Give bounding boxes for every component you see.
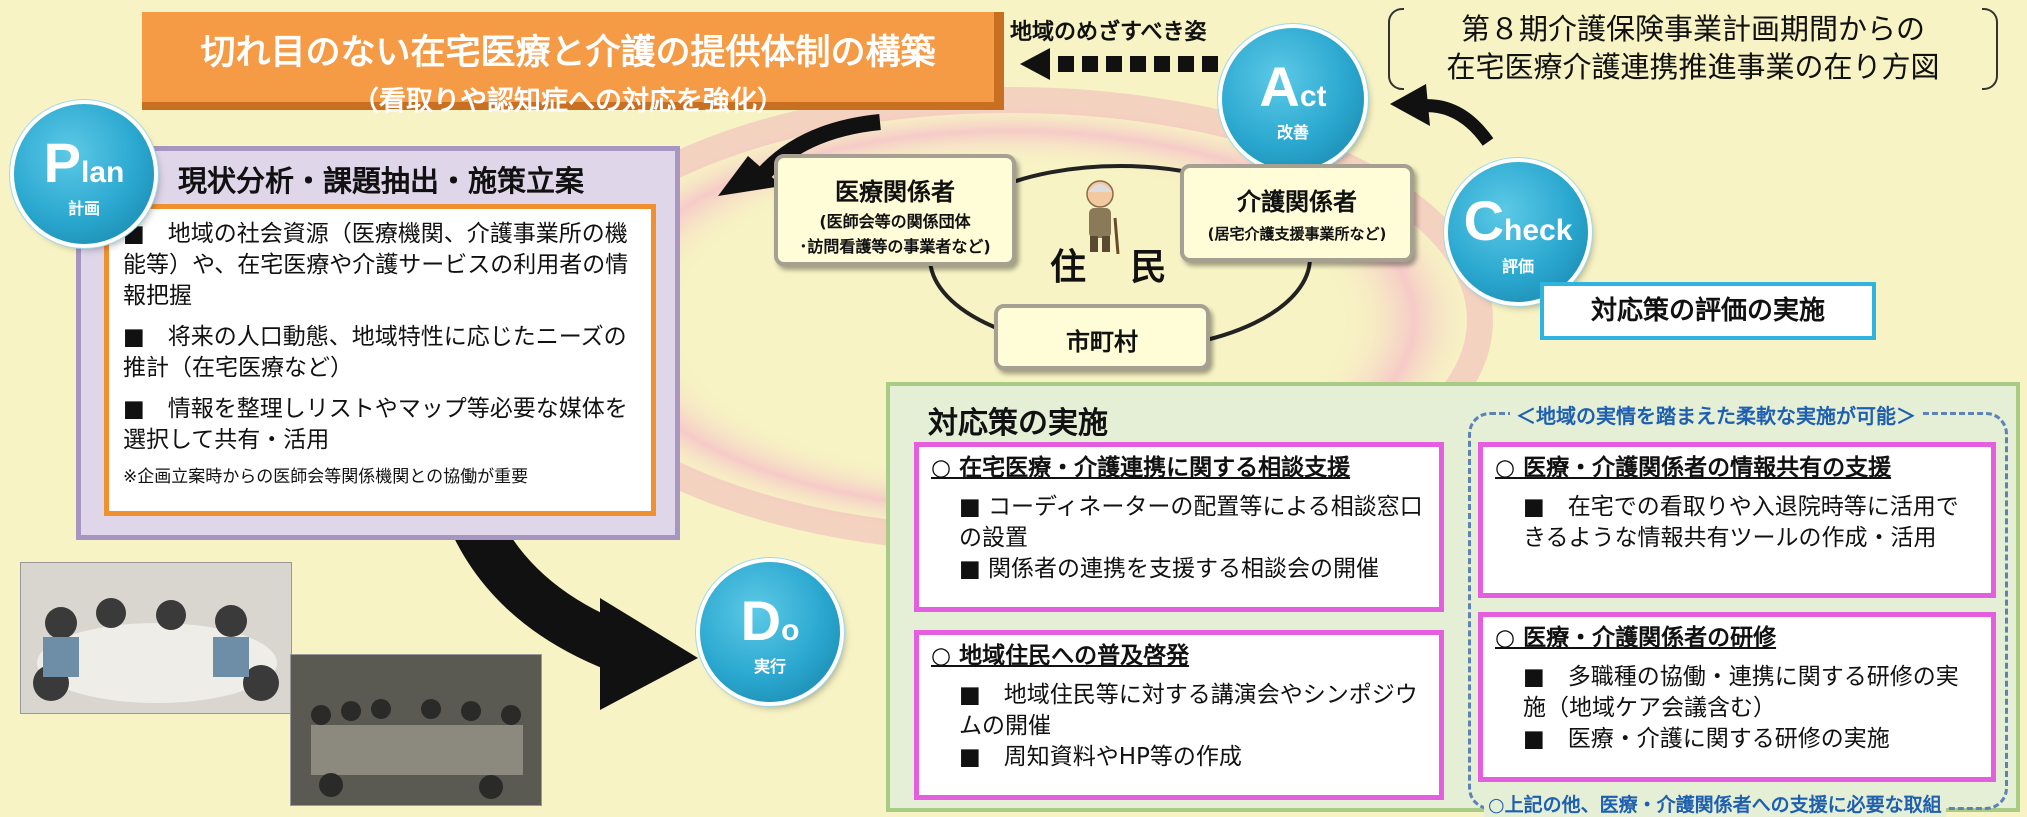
check-initial: C <box>1463 189 1505 252</box>
care-stakeholder-sub: (居宅介護支援事業所など) <box>1207 225 1387 243</box>
act-initial: A <box>1259 55 1300 118</box>
banner-subtitle: （看取りや認知症への対応を強化） <box>352 86 784 117</box>
do-rest: o <box>781 614 800 647</box>
check-ja-label: 評価 <box>1501 257 1534 276</box>
plan-circle: Plan 計画 <box>14 104 154 244</box>
training-box: ○ 医療・介護関係者の研修 ■ 多職種の協働・連携に関する研修の実施（地域ケア会… <box>1478 612 1996 782</box>
banner-title: 切れ目のない在宅医療と介護の提供体制の構築 <box>200 33 936 73</box>
information-sharing-box: ○ 医療・介護関係者の情報共有の支援 ■ 在宅での看取りや入退院時等に活用できる… <box>1478 442 1996 598</box>
act-circle: Act 改善 <box>1222 28 1364 170</box>
workshop-photo <box>20 562 292 714</box>
public-awareness-box: ○ 地域住民への普及啓発 ■ 地域住民等に対する講演会やシンポジウムの開催 ■ … <box>914 630 1444 800</box>
measure-heading: ○ 医療・介護関係者の情報共有の支援 <box>1495 455 1892 481</box>
check-circle: Check 評価 <box>1448 162 1588 302</box>
evaluation-box: 対応策の評価の実施 <box>1540 282 1876 340</box>
curved-arrow-banner-to-plan-icon <box>718 114 881 196</box>
measure-item: ■ 多職種の協働・連携に関する研修の実施（地域ケア会議含む） <box>1523 664 1959 721</box>
measure-item: ■ 地域住民等に対する講演会やシンポジウムの開催 <box>959 682 1418 739</box>
curved-arrow-check-to-act-icon <box>1390 84 1494 146</box>
dashed-arrow-left-icon <box>1020 48 1218 80</box>
plan-heading: 現状分析・課題抽出・施策立案 <box>178 164 585 198</box>
medical-stakeholder-box: 医療関係者 (医師会等の関係団体 ･訪問看護等の事業者など) <box>774 154 1016 266</box>
measure-heading: ○ 地域住民への普及啓発 <box>931 643 1190 669</box>
implementation-heading: 対応策の実施 <box>928 406 1108 441</box>
plan-ja-label: 計画 <box>67 199 100 218</box>
plan-note: ※企画立案時からの医師会等関係機関との協働が重要 <box>123 467 529 487</box>
act-ja-label: 改善 <box>1276 123 1309 142</box>
meeting-photo <box>290 654 542 806</box>
plan-rest: lan <box>81 156 125 189</box>
do-initial: D <box>740 589 782 652</box>
plan-item: ■ 情報を整理しリストやマップ等必要な媒体を選択して共有・活用 <box>123 396 628 453</box>
plan-initial: P <box>43 131 81 194</box>
municipality-box: 市町村 <box>994 304 1210 370</box>
other-support-caption: ○上記の他、医療・介護関係者への支援に必要な取組 <box>1484 790 1946 817</box>
care-stakeholder-title: 介護関係者 <box>1237 188 1357 216</box>
bracket-right <box>1982 8 1998 90</box>
plan-item-list: ■ 地域の社会資源（医療機関、介護事業所の機能等）や、在宅医療や介護サービスの利… <box>104 204 656 516</box>
title-line-1: 第８期介護保険事業計画期間からの <box>1460 12 1925 46</box>
resident-label: 住 民 <box>1050 247 1183 288</box>
plan-item: ■ 将来の人口動態、地域特性に応じたニーズの推計（在宅医療など） <box>123 324 627 381</box>
act-rest: ct <box>1299 80 1327 113</box>
measure-item: ■ コーディネーターの配置等による相談窓口の設置 <box>959 494 1423 551</box>
measure-item: ■ 関係者の連携を支援する相談会の開催 <box>959 556 1380 582</box>
goal-banner: 切れ目のない在宅医療と介護の提供体制の構築 （看取りや認知症への対応を強化） <box>142 12 1004 117</box>
municipality-label: 市町村 <box>1066 328 1138 356</box>
measure-heading: ○ 在宅医療・介護連携に関する相談支援 <box>931 455 1351 481</box>
goal-label: 地域のめざすべき姿 <box>1010 20 1207 45</box>
measure-item: ■ 周知資料やHP等の作成 <box>959 744 1242 770</box>
flexible-measures-caption: ＜地域の実情を踏まえた柔軟な実施が可能＞ <box>1510 400 1922 429</box>
medical-stakeholder-sub-2: ･訪問看護等の事業者など) <box>799 237 991 256</box>
do-circle: Do 実行 <box>700 562 840 702</box>
measure-item: ■ 医療・介護に関する研修の実施 <box>1523 726 1890 752</box>
medical-stakeholder-sub-1: (医師会等の関係団体 <box>819 212 971 231</box>
bracket-left <box>1388 8 1404 90</box>
care-stakeholder-box: 介護関係者 (居宅介護支援事業所など) <box>1180 164 1414 262</box>
medical-stakeholder-title: 医療関係者 <box>835 178 955 206</box>
consultation-support-box: ○ 在宅医療・介護連携に関する相談支援 ■ コーディネーターの配置等による相談窓… <box>914 442 1444 612</box>
plan-item: ■ 地域の社会資源（医療機関、介護事業所の機能等）や、在宅医療や介護サービスの利… <box>123 221 629 309</box>
measure-item: ■ 在宅での看取りや入退院時等に活用できるような情報共有ツールの作成・活用 <box>1523 494 1959 551</box>
diagram-title: 第８期介護保険事業計画期間からの 在宅医療介護連携推進事業の在り方図 <box>1388 8 1998 90</box>
check-rest: heck <box>1504 214 1573 247</box>
do-ja-label: 実行 <box>753 657 786 676</box>
elderly-resident-icon <box>1086 180 1120 254</box>
measure-heading: ○ 医療・介護関係者の研修 <box>1495 625 1777 651</box>
title-line-2: 在宅医療介護連携推進事業の在り方図 <box>1446 50 1940 84</box>
